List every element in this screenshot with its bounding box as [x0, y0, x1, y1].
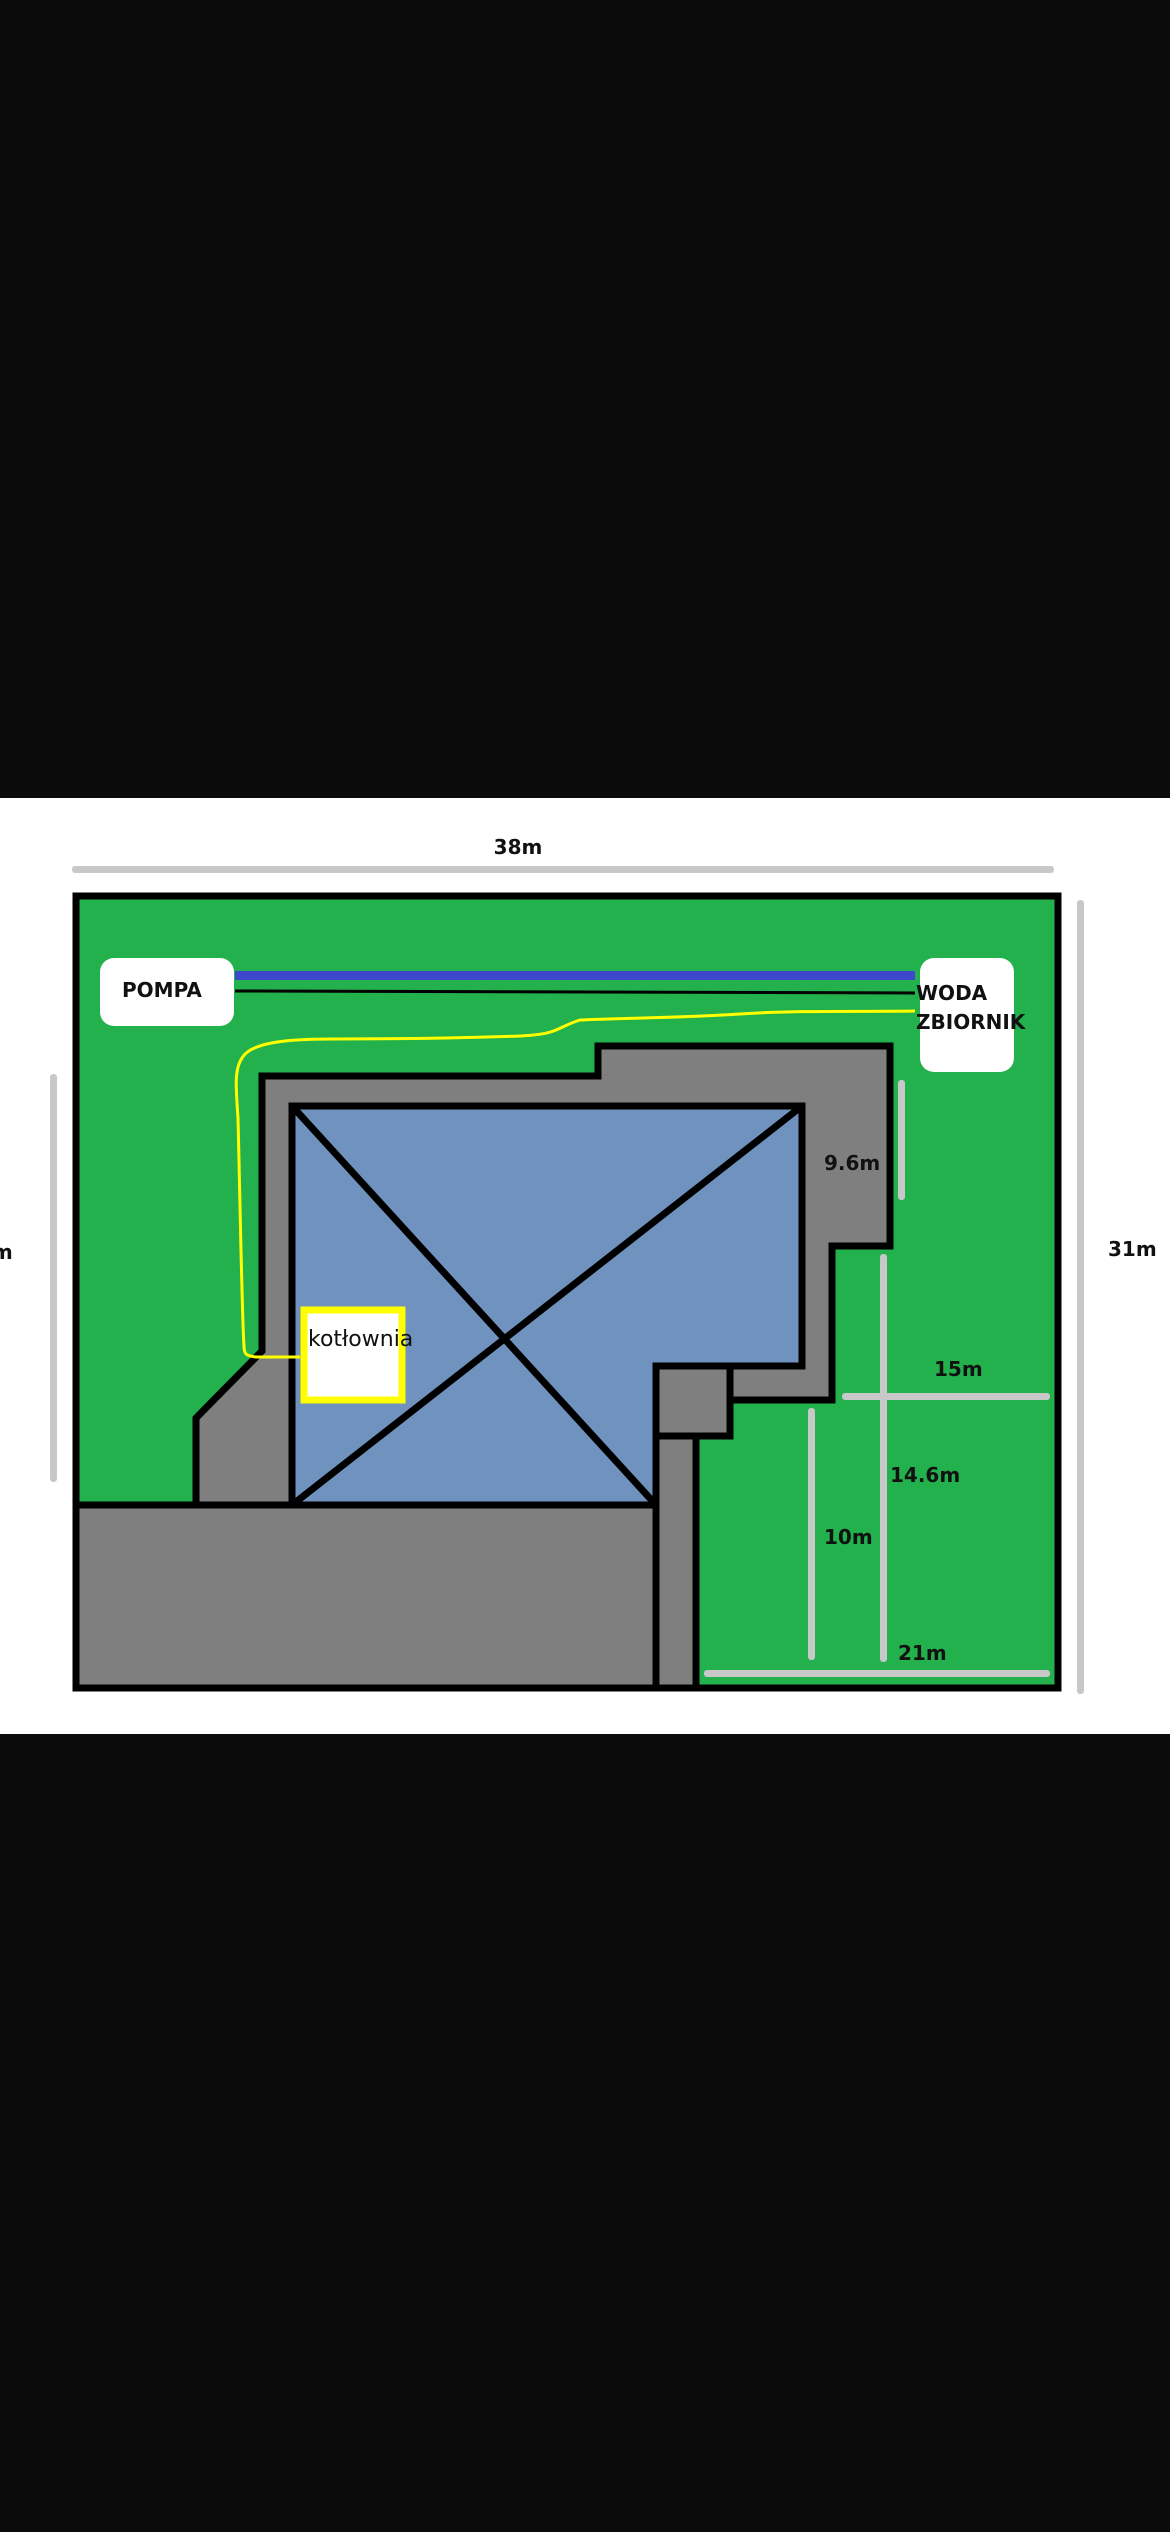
annex-block: [652, 1362, 734, 1440]
dimension-label-10m: 10m: [824, 1525, 873, 1549]
boiler-room-box: [300, 1306, 406, 1404]
yellow-cable-route: [234, 1009, 916, 1359]
dimension-label-15m: 15m: [934, 1357, 983, 1381]
dimension-line-14-6m: [880, 1254, 887, 1662]
dimension-label-31m: 31m: [1108, 1237, 1157, 1261]
dimension-line-left: [50, 1074, 57, 1482]
dimension-label-38m: 38m: [494, 835, 543, 859]
roof-diagonal-b: [289, 1103, 805, 1508]
kotlownia-label: kotłownia: [308, 1327, 413, 1352]
pompa-box: [100, 958, 234, 1026]
building-bottom-left: [72, 1501, 660, 1692]
dimension-label-7m: 7m: [0, 1240, 13, 1264]
dimension-line-right: [1077, 900, 1084, 1694]
black-water-line: [234, 989, 916, 995]
diagram-panel: 38m 7m 31m: [0, 798, 1170, 1734]
dimension-label-21m: 21m: [898, 1641, 947, 1665]
dimension-line-21m: [704, 1670, 1050, 1677]
dimension-line-15m: [842, 1393, 1050, 1400]
site-plan-diagram: 38m 7m 31m: [0, 835, 1157, 1694]
dimension-line-10m: [808, 1408, 815, 1660]
water-tank-box: [920, 958, 1014, 1072]
pompa-label: POMPA: [122, 978, 202, 1002]
driveway-strip: [652, 1392, 700, 1692]
dimension-line-top: [72, 866, 1054, 873]
zbiornik-label: ZBIORNIK: [916, 1010, 1027, 1034]
woda-label: WODA: [916, 981, 988, 1005]
blue-water-pipe: [235, 971, 915, 980]
dimension-label-14-6m: 14.6m: [890, 1463, 960, 1487]
roof-diagonal-a: [289, 1103, 659, 1508]
dimension-line-9-6m: [898, 1080, 905, 1200]
dimension-label-9-6m: 9.6m: [824, 1151, 880, 1175]
